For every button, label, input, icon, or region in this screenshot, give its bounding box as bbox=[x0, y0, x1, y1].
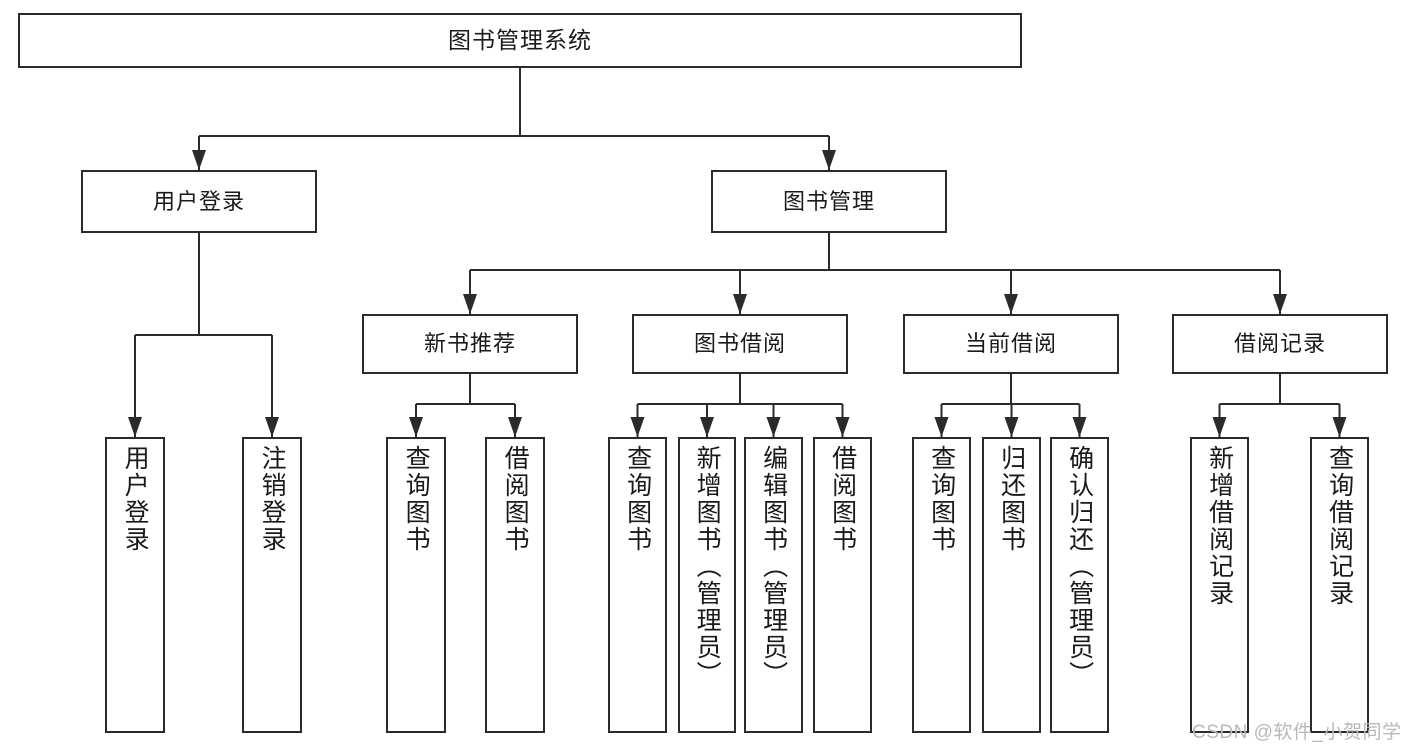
node-leaf-cur-return[interactable]: 归还图书 bbox=[982, 437, 1041, 733]
node-label: 借阅图书 bbox=[501, 445, 530, 553]
node-label: 用户登录 bbox=[121, 445, 150, 553]
arrow-head-leaf-bw-query bbox=[630, 417, 645, 437]
arrow-head-leaf-bw-edit bbox=[766, 417, 781, 437]
arrow-head-leaf-user-login bbox=[128, 417, 142, 437]
node-leaf-rec-query[interactable]: 查询借阅记录 bbox=[1310, 437, 1369, 733]
node-label: 图书管理系统 bbox=[448, 27, 592, 54]
arrow-head-leaf-cur-query bbox=[934, 417, 949, 437]
arrow-head-login bbox=[192, 150, 206, 170]
node-label: 借阅记录 bbox=[1233, 331, 1326, 357]
node-label: 图书借阅 bbox=[693, 331, 786, 357]
node-leaf-nb-borrow[interactable]: 借阅图书 bbox=[485, 437, 545, 733]
node-label: 注销登录 bbox=[258, 445, 287, 553]
node-current[interactable]: 当前借阅 bbox=[903, 314, 1119, 374]
node-label: 查询图书 bbox=[402, 445, 431, 553]
arrow-head-leaf-rec-add bbox=[1212, 417, 1227, 437]
node-label: 借阅图书 bbox=[828, 445, 857, 553]
arrow-head-leaf-nb-borrow bbox=[508, 417, 522, 437]
node-leaf-cur-query[interactable]: 查询图书 bbox=[912, 437, 971, 733]
node-leaf-cur-confirm[interactable]: 确认归还（管理员） bbox=[1050, 437, 1109, 733]
node-label: 用户登录 bbox=[152, 188, 245, 214]
node-label: 编辑图书（管理员） bbox=[759, 445, 788, 688]
node-records[interactable]: 借阅记录 bbox=[1172, 314, 1388, 374]
arrow-head-leaf-bw-borrow bbox=[835, 417, 850, 437]
node-label: 图书管理 bbox=[782, 188, 875, 214]
node-borrow[interactable]: 图书借阅 bbox=[632, 314, 848, 374]
node-newbook[interactable]: 新书推荐 bbox=[362, 314, 578, 374]
node-leaf-logout[interactable]: 注销登录 bbox=[242, 437, 302, 733]
node-label: 当前借阅 bbox=[964, 331, 1057, 357]
arrow-head-leaf-rec-query bbox=[1332, 417, 1347, 437]
arrow-head-bookmgmt bbox=[822, 150, 836, 170]
arrow-head-leaf-logout bbox=[265, 417, 279, 437]
node-login[interactable]: 用户登录 bbox=[81, 170, 317, 233]
arrow-head-leaf-nb-query bbox=[409, 417, 423, 437]
arrow-head-leaf-cur-confirm bbox=[1072, 417, 1087, 437]
node-label: 查询图书 bbox=[927, 445, 956, 553]
node-leaf-bw-add[interactable]: 新增图书（管理员） bbox=[678, 437, 736, 733]
node-label: 归还图书 bbox=[997, 445, 1026, 553]
arrow-head-newbook bbox=[463, 294, 477, 314]
node-label: 确认归还（管理员） bbox=[1065, 445, 1094, 688]
node-label: 新增图书（管理员） bbox=[693, 445, 722, 688]
node-label: 查询图书 bbox=[623, 445, 652, 553]
node-leaf-nb-query[interactable]: 查询图书 bbox=[386, 437, 446, 733]
node-leaf-bw-query[interactable]: 查询图书 bbox=[608, 437, 667, 733]
node-leaf-bw-edit[interactable]: 编辑图书（管理员） bbox=[744, 437, 803, 733]
watermark: CSDN @软件_小贺同学 bbox=[1192, 722, 1402, 743]
arrow-head-current bbox=[1004, 294, 1018, 314]
arrow-head-records bbox=[1273, 294, 1287, 314]
node-label: 新增借阅记录 bbox=[1205, 445, 1234, 607]
node-label: 新书推荐 bbox=[423, 331, 516, 357]
node-leaf-user-login[interactable]: 用户登录 bbox=[105, 437, 165, 733]
arrow-head-leaf-cur-return bbox=[1004, 417, 1019, 437]
node-label: 查询借阅记录 bbox=[1325, 445, 1354, 607]
node-leaf-bw-borrow[interactable]: 借阅图书 bbox=[813, 437, 872, 733]
node-root[interactable]: 图书管理系统 bbox=[18, 13, 1022, 68]
node-leaf-rec-add[interactable]: 新增借阅记录 bbox=[1190, 437, 1249, 733]
node-bookmgmt[interactable]: 图书管理 bbox=[711, 170, 947, 233]
arrow-head-leaf-bw-add bbox=[700, 417, 714, 437]
arrow-head-borrow bbox=[733, 294, 747, 314]
